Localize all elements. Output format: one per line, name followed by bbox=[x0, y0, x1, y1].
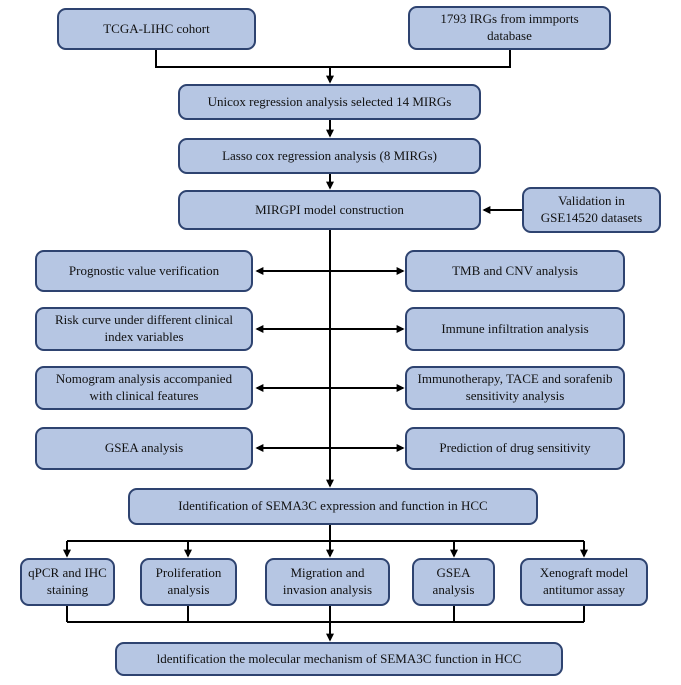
node-validation-gse14520: Validation in GSE14520 datasets bbox=[522, 187, 661, 233]
connector-top-merge bbox=[155, 48, 511, 68]
node-immune-infiltration: Immune infiltration analysis bbox=[405, 307, 625, 351]
node-label: 1793 IRGs from immports database bbox=[440, 11, 579, 43]
node-label: Immunotherapy, TACE and sorafenib sensit… bbox=[417, 371, 613, 403]
node-label: Risk curve under different clinical inde… bbox=[54, 312, 234, 344]
node-label: Lasso cox regression analysis (8 MIRGs) bbox=[222, 147, 437, 163]
node-label: Validation in GSE14520 datasets bbox=[540, 193, 643, 225]
node-label: Migration and invasion analysis bbox=[282, 565, 373, 597]
node-qpcr-ihc: qPCR and IHC staining bbox=[20, 558, 115, 606]
node-prognostic-verification: Prognostic value verification bbox=[35, 250, 253, 292]
node-label: GSEA analysis bbox=[432, 565, 475, 597]
node-label: MIRGPI model construction bbox=[255, 201, 404, 217]
node-label: Proliferation analysis bbox=[155, 565, 222, 597]
node-gsea-analysis-bottom: GSEA analysis bbox=[412, 558, 495, 606]
node-proliferation-analysis: Proliferation analysis bbox=[140, 558, 237, 606]
node-label: Nomogram analysis accompanied with clini… bbox=[55, 371, 233, 403]
node-label: Prognostic value verification bbox=[68, 262, 220, 278]
node-label: GSEA analysis bbox=[104, 440, 184, 456]
node-drug-sensitivity: Prediction of drug sensitivity bbox=[405, 427, 625, 470]
node-xenograft-model: Xenograft model antitumor assay bbox=[520, 558, 648, 606]
node-label: Xenograft model antitumor assay bbox=[539, 565, 629, 597]
node-nomogram-analysis: Nomogram analysis accompanied with clini… bbox=[35, 366, 253, 410]
node-irg-database: 1793 IRGs from immports database bbox=[408, 6, 611, 50]
node-gsea-analysis-left: GSEA analysis bbox=[35, 427, 253, 470]
node-risk-curve: Risk curve under different clinical inde… bbox=[35, 307, 253, 351]
node-label: qPCR and IHC staining bbox=[28, 565, 107, 597]
node-tmb-cnv-analysis: TMB and CNV analysis bbox=[405, 250, 625, 292]
node-label: Unicox regression analysis selected 14 M… bbox=[207, 93, 452, 109]
node-label: TCGA-LIHC cohort bbox=[103, 20, 210, 36]
node-unicox-regression: Unicox regression analysis selected 14 M… bbox=[178, 84, 481, 120]
node-label: Identification of SEMA3C expression and … bbox=[178, 498, 488, 514]
node-lasso-regression: Lasso cox regression analysis (8 MIRGs) bbox=[178, 138, 481, 174]
node-label: Immune infiltration analysis bbox=[441, 320, 589, 336]
node-label: TMB and CNV analysis bbox=[452, 262, 578, 278]
node-label: Prediction of drug sensitivity bbox=[439, 440, 591, 456]
node-molecular-mechanism: ldentification the molecular mechanism o… bbox=[115, 642, 563, 676]
connector-bottom-merge bbox=[66, 606, 585, 623]
node-mirgpi-model: MIRGPI model construction bbox=[178, 190, 481, 230]
node-sema3c-identification: Identification of SEMA3C expression and … bbox=[128, 488, 538, 525]
node-label: ldentification the molecular mechanism o… bbox=[156, 650, 522, 666]
node-immunotherapy-tace: Immunotherapy, TACE and sorafenib sensit… bbox=[405, 366, 625, 410]
node-tcga-cohort: TCGA-LIHC cohort bbox=[57, 8, 256, 50]
node-migration-invasion: Migration and invasion analysis bbox=[265, 558, 390, 606]
